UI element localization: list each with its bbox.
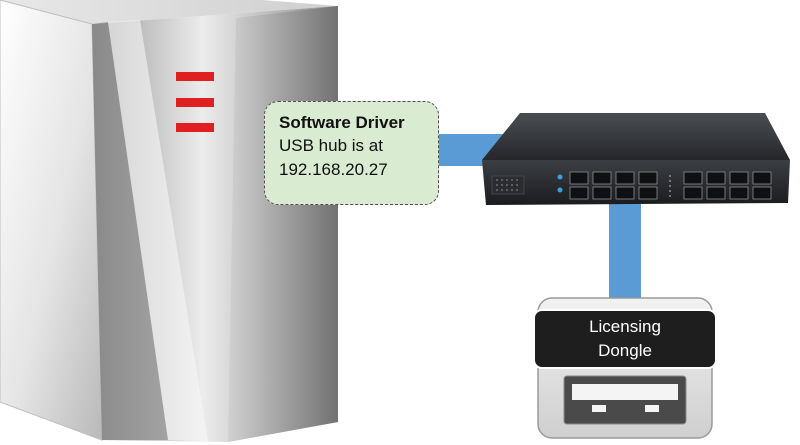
switch-top-face [482, 113, 790, 160]
server-led-1 [176, 72, 214, 81]
server-side-shadow [228, 6, 338, 442]
switch-port [615, 186, 635, 200]
switch-port-divider [669, 175, 671, 197]
switch-ports [569, 171, 772, 200]
switch-port [592, 171, 612, 185]
switch-status-led-1 [557, 174, 563, 180]
switch-port [638, 186, 658, 200]
callout-line-1: USB hub is at [279, 136, 383, 155]
server-bevel [92, 22, 168, 440]
dongle-label-line-1: Licensing [589, 317, 661, 336]
dongle-label-line-2: Dongle [598, 341, 652, 360]
server-led-3 [176, 123, 214, 132]
server-tower-icon [0, 0, 338, 442]
switch-vent-holes [496, 179, 518, 191]
server-front-face [0, 0, 103, 441]
software-driver-callout: Software Driver USB hub is at 192.168.20… [264, 101, 439, 205]
switch-port [752, 171, 772, 185]
switch-port [706, 186, 726, 200]
switch-port [569, 186, 589, 200]
dongle-label-band [533, 309, 717, 369]
switch-port [729, 186, 749, 200]
usb-dongle-icon [533, 297, 717, 439]
usb-port-tongue [572, 384, 678, 400]
switch-status-led-2 [557, 187, 563, 193]
server-top-face [0, 0, 338, 24]
switch-port [752, 186, 772, 200]
usb-port-contact-right [645, 405, 659, 412]
switch-port [683, 171, 703, 185]
server-bevel-highlight [108, 20, 208, 441]
switch-port [729, 171, 749, 185]
network-switch-icon [482, 113, 790, 205]
dongle-label: Licensing Dongle [534, 310, 716, 368]
switch-port [615, 171, 635, 185]
switch-port [592, 186, 612, 200]
switch-port [683, 186, 703, 200]
switch-port [706, 171, 726, 185]
switch-port [569, 171, 589, 185]
server-led-2 [176, 98, 214, 107]
callout-ip-address: 192.168.20.27 [279, 160, 388, 179]
connector-switch-to-dongle [609, 200, 641, 303]
usb-port-contact-left [592, 405, 606, 412]
switch-port [638, 171, 658, 185]
callout-title: Software Driver [279, 113, 405, 132]
